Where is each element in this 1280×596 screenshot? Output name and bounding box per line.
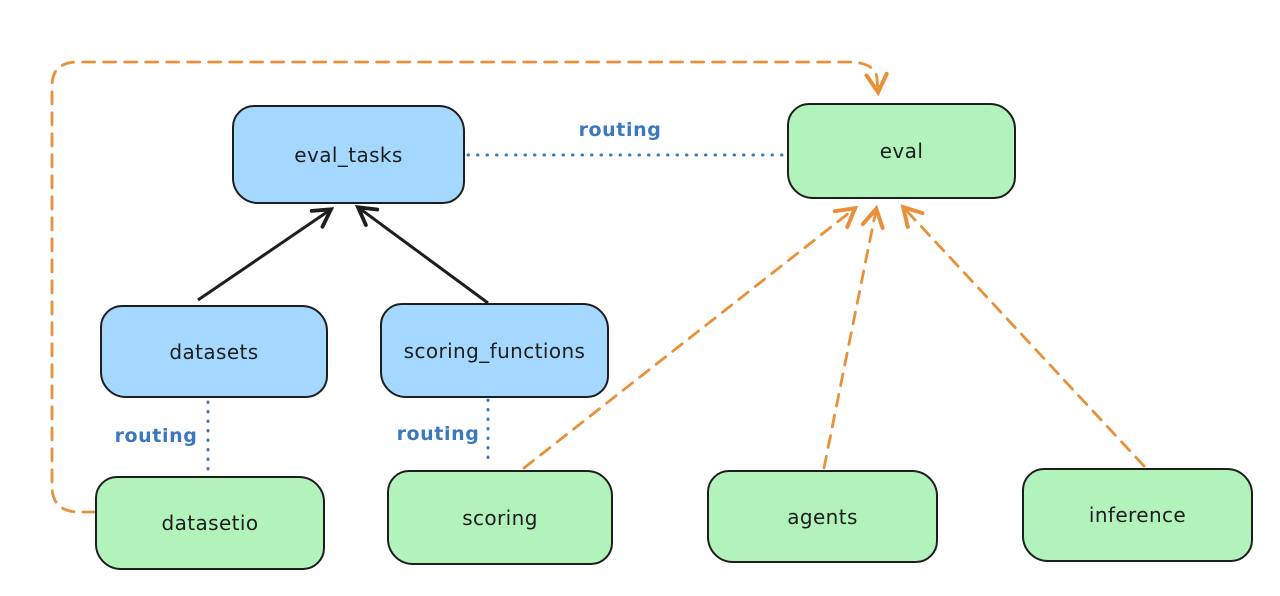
node-eval-tasks: eval_tasks bbox=[232, 105, 465, 204]
node-scoring: scoring bbox=[387, 470, 613, 565]
edge-datasetio-to-eval bbox=[50, 60, 878, 514]
node-agents-label: agents bbox=[787, 504, 858, 529]
edge-label-routing-scoring: routing bbox=[396, 423, 480, 445]
node-datasets-label: datasets bbox=[169, 339, 259, 364]
node-datasets: datasets bbox=[100, 305, 328, 398]
node-datasetio: datasetio bbox=[95, 476, 325, 570]
node-eval-label: eval bbox=[879, 139, 924, 163]
node-inference-label: inference bbox=[1088, 503, 1187, 527]
node-datasetio-label: datasetio bbox=[161, 511, 259, 535]
node-scoring-functions-label: scoring_functions bbox=[403, 338, 586, 363]
node-eval-tasks-label: eval_tasks bbox=[294, 142, 403, 167]
node-agents: agents bbox=[707, 470, 938, 563]
node-inference: inference bbox=[1022, 468, 1253, 562]
edge-datasets-to-eval-tasks bbox=[197, 210, 330, 302]
edge-label-routing-top: routing bbox=[578, 119, 662, 141]
edge-scoring-to-eval bbox=[522, 209, 854, 470]
node-scoring-functions: scoring_functions bbox=[380, 303, 609, 398]
edge-inference-to-eval bbox=[904, 208, 1146, 468]
edge-agents-to-eval bbox=[822, 210, 876, 470]
edge-label-routing-datasets: routing bbox=[114, 425, 198, 447]
node-scoring-label: scoring bbox=[462, 505, 538, 530]
edge-scoring-functions-to-eval-tasks bbox=[359, 208, 489, 305]
node-eval: eval bbox=[787, 103, 1016, 199]
